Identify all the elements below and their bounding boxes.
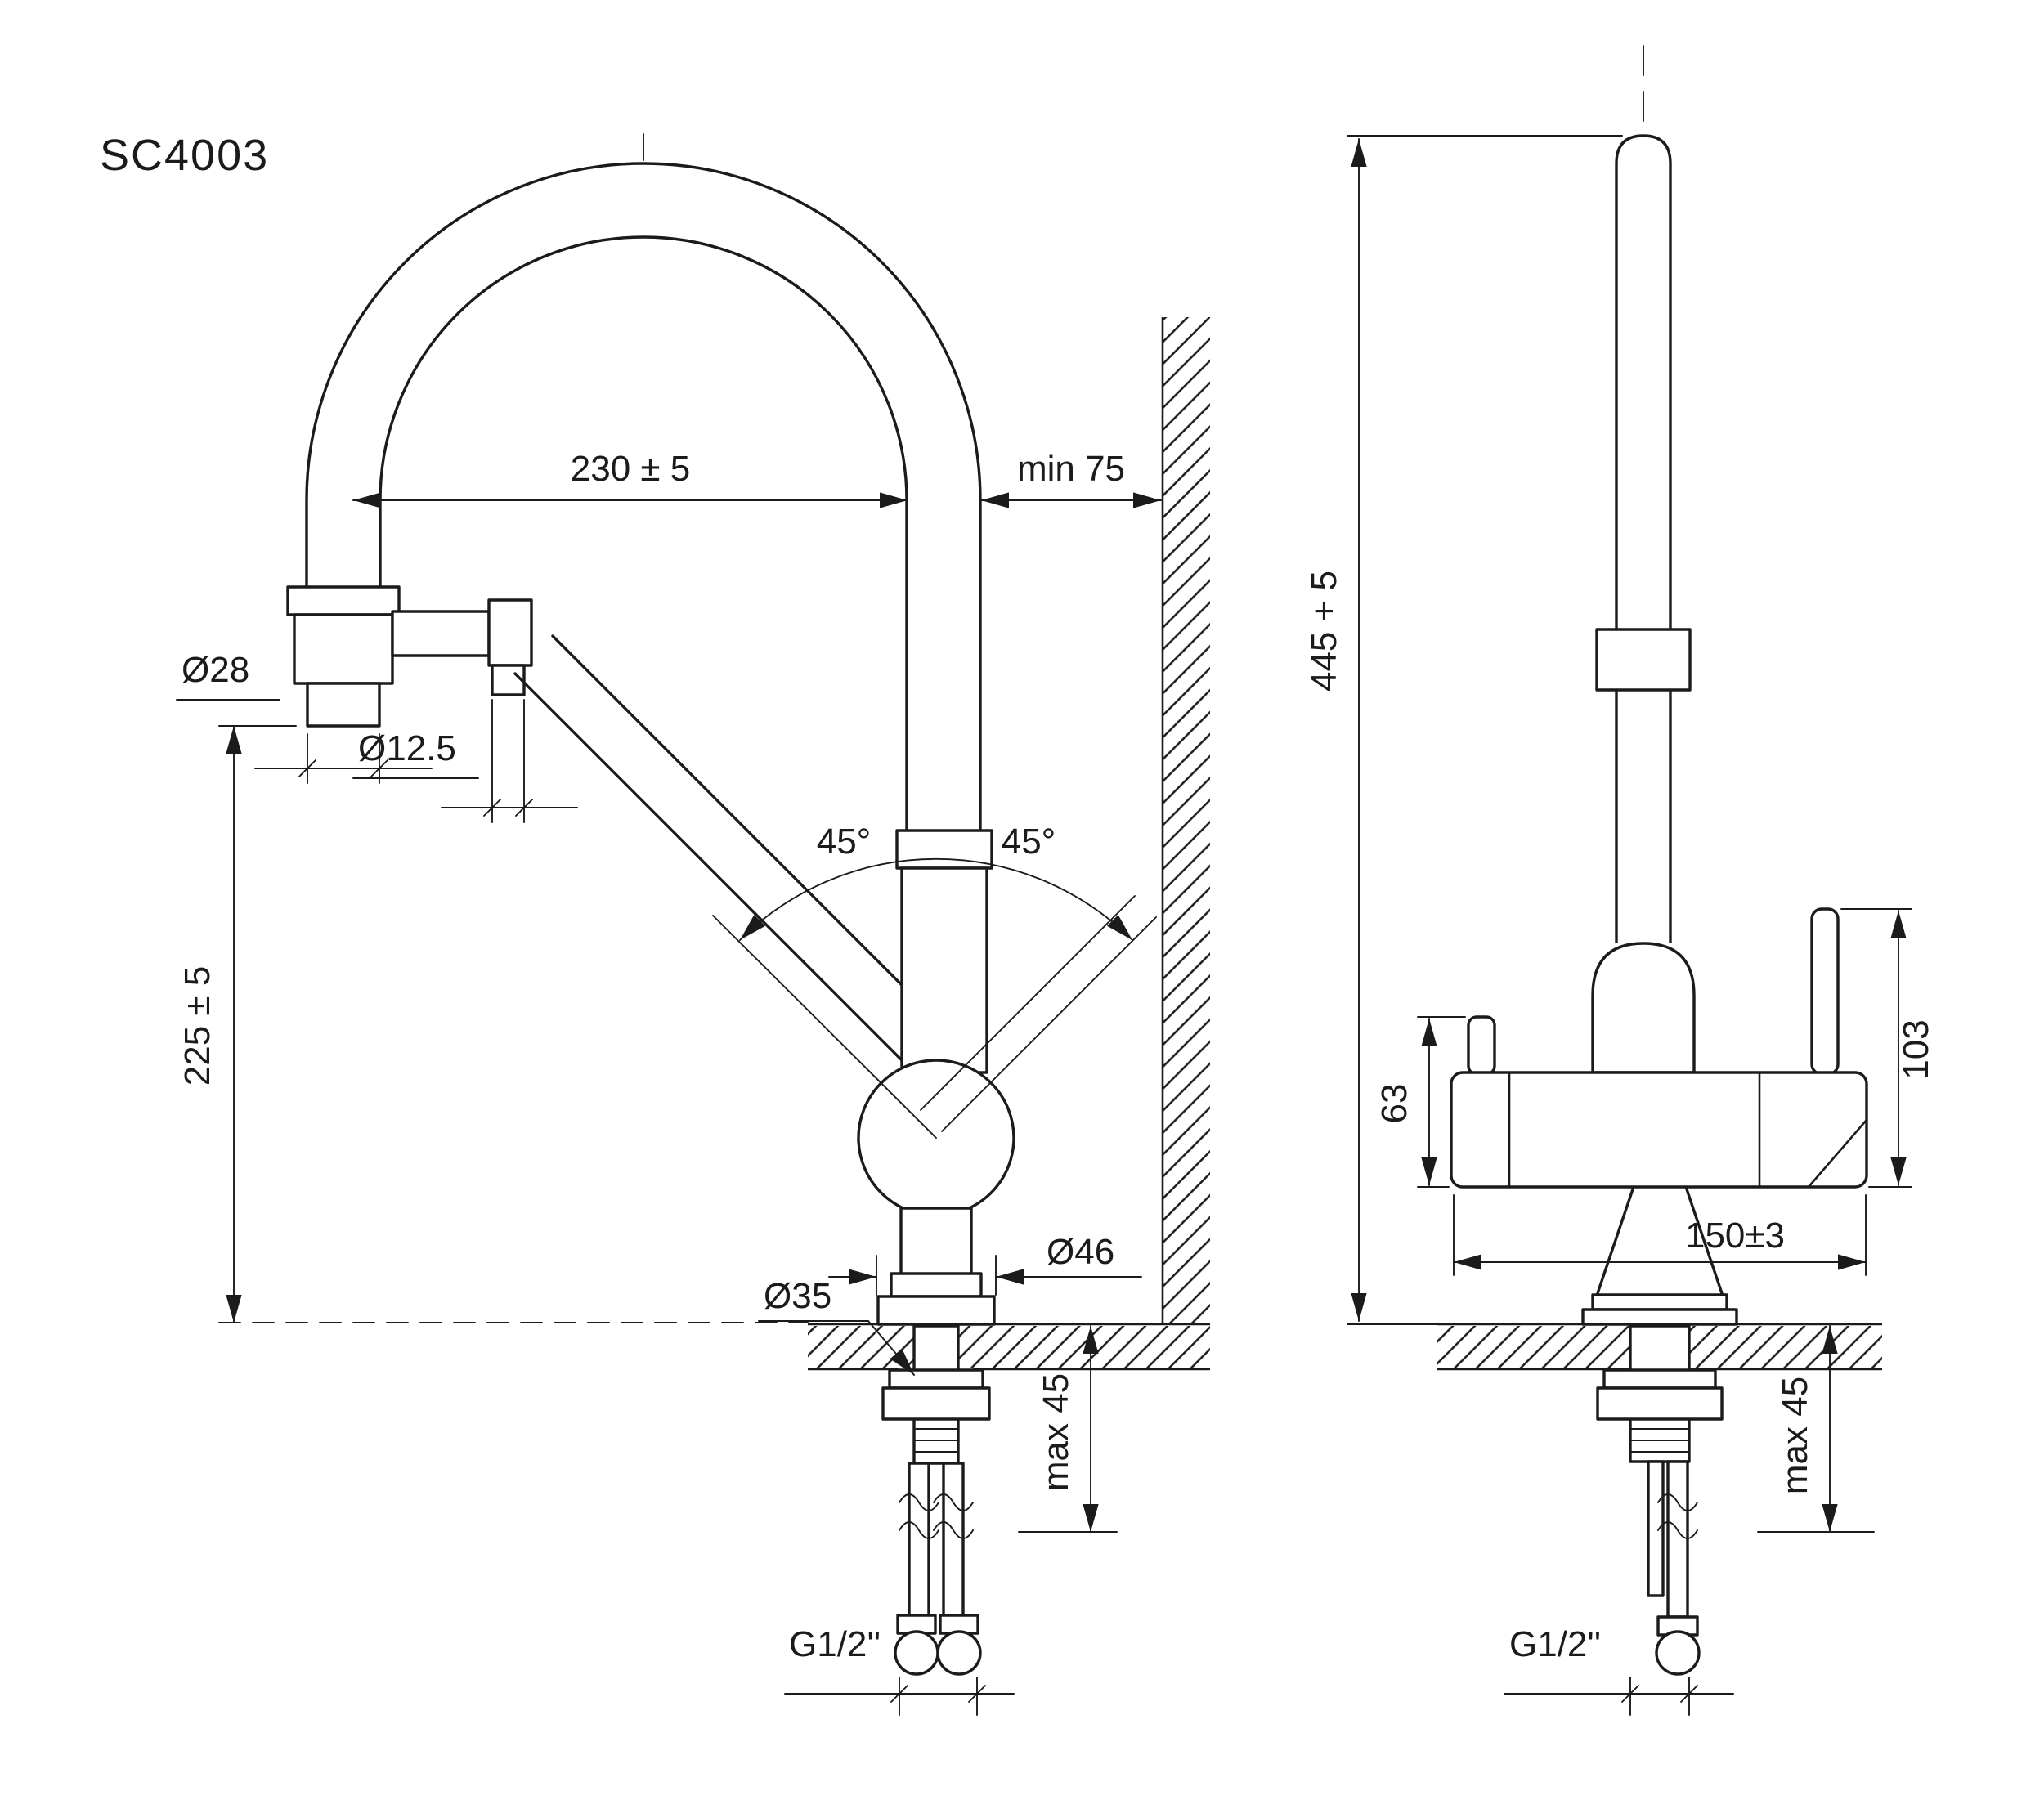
washer bbox=[888, 1368, 984, 1390]
spray-head-joint bbox=[286, 585, 401, 616]
base-flange bbox=[876, 1295, 996, 1326]
side-view: 445 + 5 63 103 150±3 max 45 G1/2'' bbox=[1304, 45, 1936, 1716]
break-symbol bbox=[899, 1493, 939, 1539]
dim-lever-height: 103 bbox=[1896, 1019, 1936, 1079]
spout-holder bbox=[1591, 942, 1696, 1074]
front-environment bbox=[808, 317, 1210, 1371]
base-step bbox=[1591, 1293, 1728, 1311]
model-label: SC4003 bbox=[100, 131, 269, 180]
mounting-nut bbox=[1596, 1386, 1724, 1421]
filter-handle bbox=[1467, 1015, 1496, 1076]
upper-column bbox=[900, 866, 988, 1074]
head-link bbox=[391, 610, 491, 657]
hose-connector-right bbox=[936, 1630, 982, 1676]
small-outlet bbox=[491, 664, 526, 696]
dim-body-height: 63 bbox=[1374, 1084, 1414, 1124]
mixer-lever bbox=[1810, 907, 1840, 1076]
front-dimensions: 230 ± 5 min 75 Ø28 Ø12.5 45° bbox=[176, 449, 1162, 1716]
supply-hose-right bbox=[942, 1462, 965, 1617]
supply-hose-left bbox=[908, 1462, 930, 1617]
front-view: 230 ± 5 min 75 Ø28 Ø12.5 45° bbox=[176, 133, 1210, 1716]
dim-spout-dia: Ø12.5 bbox=[358, 728, 456, 768]
dim-hole-dia: Ø35 bbox=[764, 1276, 831, 1316]
countertop-hatch bbox=[808, 1326, 1210, 1368]
pipe-collar bbox=[1595, 628, 1692, 692]
wall-hatch bbox=[1163, 317, 1210, 1324]
front-underdeck bbox=[881, 1324, 991, 1676]
riser-pipe bbox=[1615, 134, 1672, 943]
dim-angle-right: 45° bbox=[1002, 822, 1056, 862]
supply-hose bbox=[1666, 1460, 1689, 1619]
lever-base-edge bbox=[1808, 1119, 1867, 1188]
spray-head-body bbox=[293, 613, 394, 685]
break-symbol bbox=[1657, 1493, 1698, 1539]
washer bbox=[1602, 1368, 1717, 1390]
hose-connector bbox=[1655, 1630, 1701, 1676]
mounting-stud bbox=[1647, 1460, 1665, 1597]
side-underdeck bbox=[1596, 1324, 1724, 1676]
side-faucet bbox=[1450, 45, 1868, 1326]
gooseneck-spout bbox=[305, 162, 982, 834]
spray-head-tip bbox=[306, 682, 381, 728]
dim-spout-height: 225 ± 5 bbox=[177, 966, 217, 1086]
front-faucet bbox=[286, 133, 1015, 1326]
dim-angle-left: 45° bbox=[817, 822, 872, 862]
body-cylinder bbox=[1450, 1071, 1868, 1189]
hose-connector-left bbox=[894, 1630, 939, 1676]
mounting-nut bbox=[881, 1386, 991, 1421]
dim-thread: G1/2'' bbox=[789, 1624, 881, 1664]
dim-spray-head-dia: Ø28 bbox=[182, 650, 249, 690]
base-step bbox=[890, 1272, 983, 1298]
break-symbol bbox=[933, 1493, 974, 1539]
link-connector bbox=[487, 598, 533, 667]
dim-thread: G1/2'' bbox=[1509, 1624, 1601, 1664]
base-flange bbox=[1581, 1308, 1738, 1326]
dim-reach: 230 ± 5 bbox=[571, 449, 690, 489]
dim-min-wall: min 75 bbox=[1017, 449, 1125, 489]
lower-column bbox=[899, 1207, 973, 1278]
dim-max-counter: max 45 bbox=[1775, 1377, 1815, 1494]
angle-arc bbox=[739, 857, 1133, 941]
dim-body-length: 150±3 bbox=[1685, 1216, 1785, 1256]
dim-body-dia: Ø46 bbox=[1047, 1232, 1114, 1272]
dim-max-counter: max 45 bbox=[1036, 1373, 1076, 1491]
dim-total-height: 445 + 5 bbox=[1304, 571, 1344, 692]
side-dimensions: 445 + 5 63 103 150±3 max 45 G1/2'' bbox=[1304, 135, 1936, 1716]
